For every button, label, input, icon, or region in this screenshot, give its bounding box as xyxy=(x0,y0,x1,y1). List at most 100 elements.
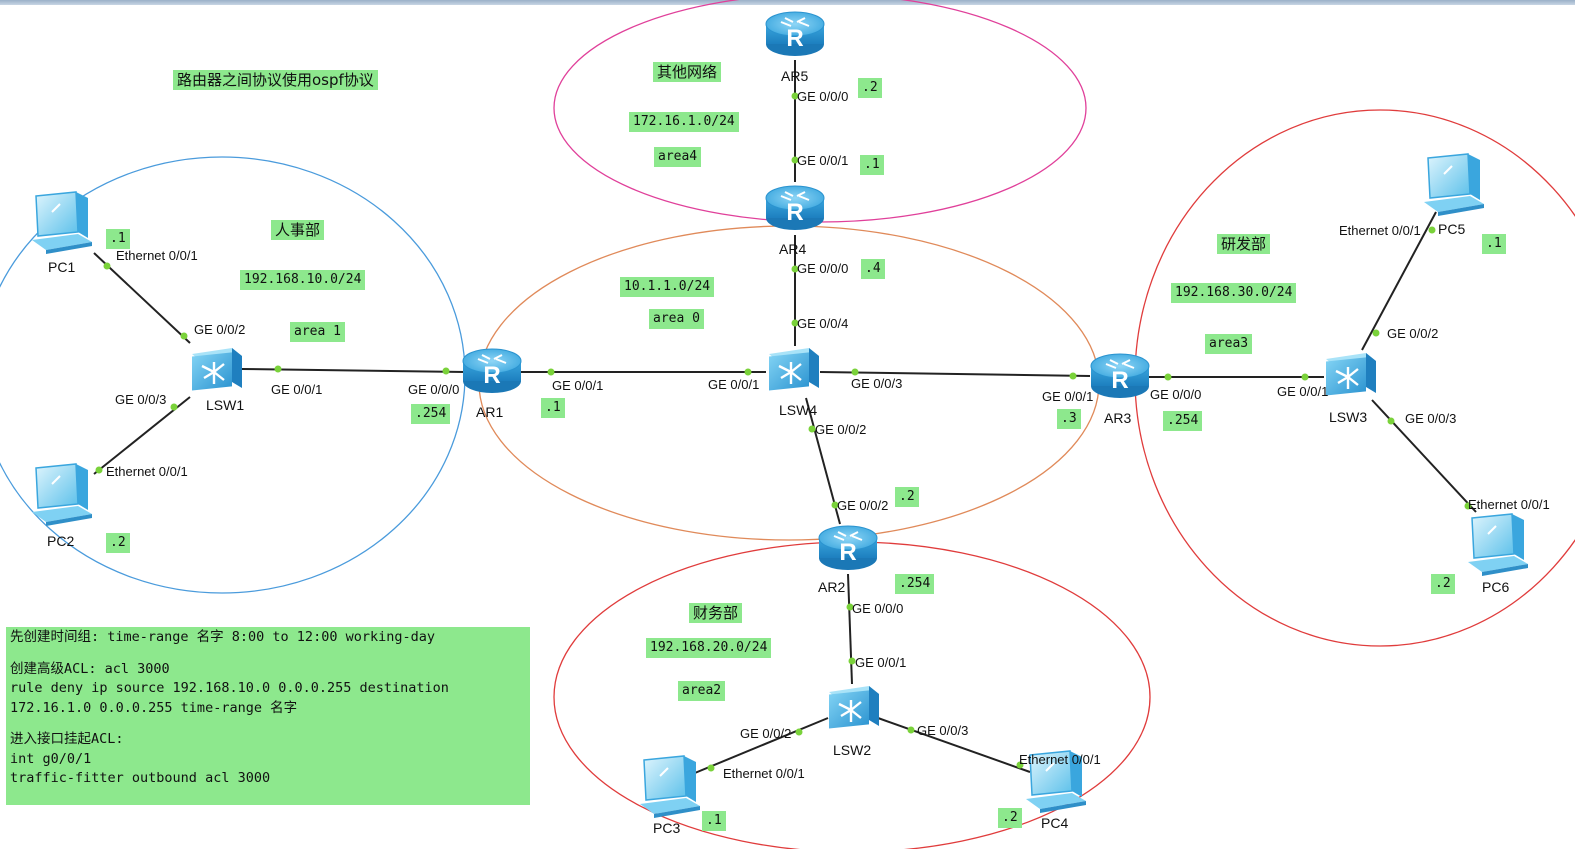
device-label-pc4: PC4 xyxy=(1041,815,1069,831)
port-label: GE 0/0/0 xyxy=(797,89,849,104)
ip-tag-pc4: .2 xyxy=(998,808,1022,828)
ip-tag-ar4-down: .4 xyxy=(861,259,885,279)
pc-icon-pc1[interactable] xyxy=(31,191,93,255)
device-label-lsw2: LSW2 xyxy=(833,742,872,758)
device-label-ar4: AR4 xyxy=(779,241,807,257)
ip-tag-ar2-lan: .254 xyxy=(895,574,935,594)
port-label: GE 0/0/2 xyxy=(740,726,792,741)
subnet-finance: 192.168.20.0/24 xyxy=(646,638,772,658)
port-label: GE 0/0/0 xyxy=(1150,387,1202,402)
device-label-pc3: PC3 xyxy=(653,820,681,836)
ip-tag-pc5: .1 xyxy=(1482,234,1506,254)
device-label-pc2: PC2 xyxy=(47,533,75,549)
router-icon-ar2[interactable] xyxy=(818,525,878,571)
area-finance: area2 xyxy=(678,681,726,701)
ospf-title-note: 路由器之间协议使用ospf协议 xyxy=(173,70,378,90)
port-label: GE 0/0/2 xyxy=(837,498,889,513)
switch-icon-lsw4[interactable] xyxy=(767,346,821,392)
ip-tag-ar1-lan: .254 xyxy=(411,404,451,424)
link-lsw3-pc5 xyxy=(1361,211,1437,351)
port-label: GE 0/0/2 xyxy=(1387,326,1439,341)
port-label: GE 0/0/1 xyxy=(708,377,760,392)
device-label-ar5: AR5 xyxy=(781,68,809,84)
router-icon-ar1[interactable] xyxy=(462,348,522,394)
device-label-ar3: AR3 xyxy=(1104,410,1132,426)
link-pc1-lsw1 xyxy=(93,252,191,344)
port-label: GE 0/0/1 xyxy=(552,378,604,393)
ip-tag-ar4-up: .1 xyxy=(860,155,884,175)
pc-icon-pc2[interactable] xyxy=(31,463,93,527)
area-rnd: area3 xyxy=(1205,334,1253,354)
port-label: Ethernet 0/0/1 xyxy=(1468,497,1550,512)
port-label: Ethernet 0/0/1 xyxy=(1339,223,1421,238)
subnet-rnd: 192.168.30.0/24 xyxy=(1171,283,1297,303)
port-label: GE 0/0/1 xyxy=(855,655,907,670)
ip-tag-ar1-wan: .1 xyxy=(541,398,565,418)
device-label-lsw4: LSW4 xyxy=(779,402,818,418)
port-label: GE 0/0/0 xyxy=(852,601,904,616)
port-label: GE 0/0/1 xyxy=(271,382,323,397)
port-label: GE 0/0/3 xyxy=(917,723,969,738)
config-line: 172.16.1.0 0.0.0.255 time-range 名字 xyxy=(10,699,298,716)
port-label: GE 0/0/2 xyxy=(194,322,246,337)
device-label-pc1: PC1 xyxy=(48,259,76,275)
port-label: Ethernet 0/0/1 xyxy=(116,248,198,263)
link-lsw2-pc4 xyxy=(877,717,1031,773)
router-icon-ar5[interactable] xyxy=(765,11,825,57)
area-other: area4 xyxy=(654,147,702,167)
zone-name-rnd: 研发部 xyxy=(1217,234,1271,254)
link-ar2-lsw2 xyxy=(847,573,853,685)
ip-tag-pc1: .1 xyxy=(106,229,130,249)
config-line: 进入接口挂起ACL: xyxy=(10,731,124,747)
area-backbone: area 0 xyxy=(649,309,704,329)
router-icon-ar3[interactable] xyxy=(1090,353,1150,399)
switch-icon-lsw2[interactable] xyxy=(827,684,881,730)
device-label-ar1: AR1 xyxy=(476,404,504,420)
router-icon-ar4[interactable] xyxy=(765,185,825,231)
port-label: Ethernet 0/0/1 xyxy=(723,766,805,781)
switch-icon-lsw3[interactable] xyxy=(1324,351,1378,397)
port-label: GE 0/0/1 xyxy=(1042,389,1094,404)
config-line: rule deny ip source 192.168.10.0 0.0.0.2… xyxy=(10,680,449,696)
config-line: 先创建时间组: time-range 名字 8:00 to 12:00 work… xyxy=(10,629,435,645)
device-label-pc6: PC6 xyxy=(1482,579,1510,595)
ip-tag-ar2-up: .2 xyxy=(895,487,919,507)
port-label: GE 0/0/3 xyxy=(115,392,167,407)
port-label: GE 0/0/0 xyxy=(408,382,460,397)
subnet-backbone: 10.1.1.0/24 xyxy=(620,277,715,297)
ip-tag-pc2: .2 xyxy=(106,533,130,553)
window-top-bar xyxy=(0,0,1575,5)
ip-tag-pc3: .1 xyxy=(702,811,726,831)
switch-icon-lsw1[interactable] xyxy=(190,346,244,392)
link-lsw4-ar3 xyxy=(819,371,1091,377)
port-label: GE 0/0/1 xyxy=(1277,384,1329,399)
subnet-hr: 192.168.10.0/24 xyxy=(240,270,366,290)
port-label: GE 0/0/4 xyxy=(797,316,849,331)
zone-name-hr: 人事部 xyxy=(271,220,325,240)
subnet-other: 172.16.1.0/24 xyxy=(629,112,739,132)
pc-icon-pc5[interactable] xyxy=(1423,153,1485,217)
config-line: int g0/0/1 xyxy=(10,750,92,767)
pc-icon-pc6[interactable] xyxy=(1467,513,1529,577)
port-label: GE 0/0/2 xyxy=(815,422,867,437)
device-label-ar2: AR2 xyxy=(818,579,846,595)
port-label: Ethernet 0/0/1 xyxy=(106,464,188,479)
device-label-pc5: PC5 xyxy=(1438,221,1466,237)
acl-config-note: 先创建时间组: time-range 名字 8:00 to 12:00 work… xyxy=(6,627,530,805)
zone-name-other: 其他网络 xyxy=(653,62,722,82)
ip-tag-ar3-wan: .3 xyxy=(1057,409,1081,429)
config-line: traffic-fitter outbound acl 3000 xyxy=(10,770,271,786)
port-label: GE 0/0/0 xyxy=(797,261,849,276)
device-label-lsw3: LSW3 xyxy=(1329,409,1368,425)
port-label: GE 0/0/1 xyxy=(797,153,849,168)
device-label-lsw1: LSW1 xyxy=(206,397,245,413)
ip-tag-pc6: .2 xyxy=(1431,574,1455,594)
port-label: Ethernet 0/0/1 xyxy=(1019,752,1101,767)
port-label: GE 0/0/3 xyxy=(851,376,903,391)
pc-icon-pc3[interactable] xyxy=(639,755,701,819)
ip-tag-ar3-lan: .254 xyxy=(1163,411,1203,431)
area-hr: area 1 xyxy=(290,322,345,342)
port-label: GE 0/0/3 xyxy=(1405,411,1457,426)
config-line: 创建高级ACL: acl 3000 xyxy=(10,660,170,677)
